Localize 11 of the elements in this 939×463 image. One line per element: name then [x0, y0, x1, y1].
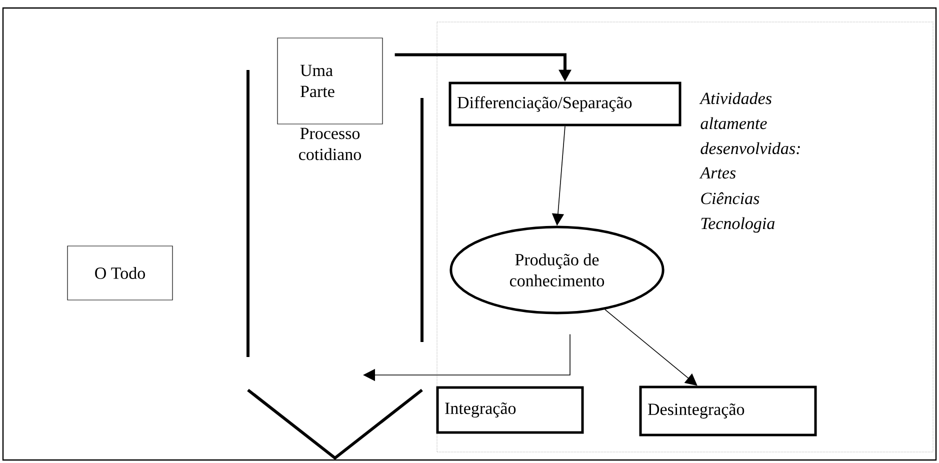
process-box: O Todo	[67, 246, 173, 300]
note-text: Atividades altamente desenvolvidas:	[699, 92, 800, 154]
process-box: Desintegração	[639, 386, 817, 436]
process-box: Integração	[436, 386, 584, 434]
process-box: Uma Parte	[277, 38, 383, 124]
list-item: Artes	[699, 167, 736, 179]
list-item: Tecnologia	[701, 217, 775, 233]
process-box: Differenciação/Separação	[448, 82, 682, 126]
arrow	[604, 309, 698, 386]
list-item: Ciências	[701, 192, 760, 204]
node-label: Processo cotidiano	[299, 128, 361, 160]
